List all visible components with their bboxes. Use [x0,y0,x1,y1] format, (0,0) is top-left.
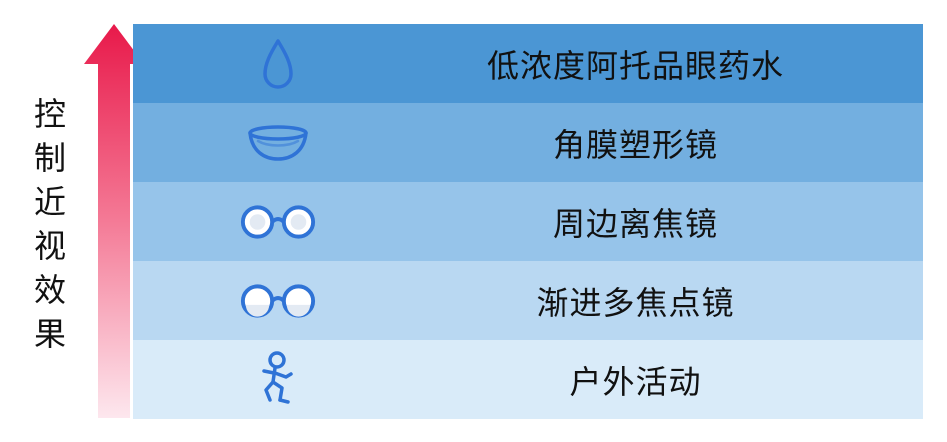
tier-label: 渐进多焦点镜 [536,283,735,322]
tier-label: 角膜塑形镜 [552,125,718,164]
axis-char: 果 [33,315,66,353]
tier-progressive: 渐进多焦点镜 [133,261,923,340]
effect-axis-label: 控 制 近 视 效 果 [28,92,72,356]
axis-char: 近 [33,183,66,221]
eye-drop-icon [238,24,318,103]
axis-char: 效 [33,271,66,309]
tier-ortho-k: 角膜塑形镜 [133,103,923,182]
tier-label: 低浓度阿托品眼药水 [486,46,784,85]
tier-label: 周边离焦镜 [552,204,718,243]
tier-outdoor: 户外活动 [133,340,923,419]
running-person-icon [238,340,318,419]
glasses-icon [238,182,318,261]
axis-char: 制 [33,139,66,177]
tier-peripheral-defocus: 周边离焦镜 [133,182,923,261]
axis-char: 控 [33,95,66,133]
axis-char: 视 [33,227,66,265]
tier-stack: 低浓度阿托品眼药水 角膜塑形镜 周边离焦镜 [133,24,923,419]
gradient-up-arrow [84,24,144,418]
progressive-glasses-icon [238,261,318,340]
tier-label: 户外活动 [569,362,702,401]
tier-atropine: 低浓度阿托品眼药水 [133,24,923,103]
contact-lens-icon [238,103,318,182]
